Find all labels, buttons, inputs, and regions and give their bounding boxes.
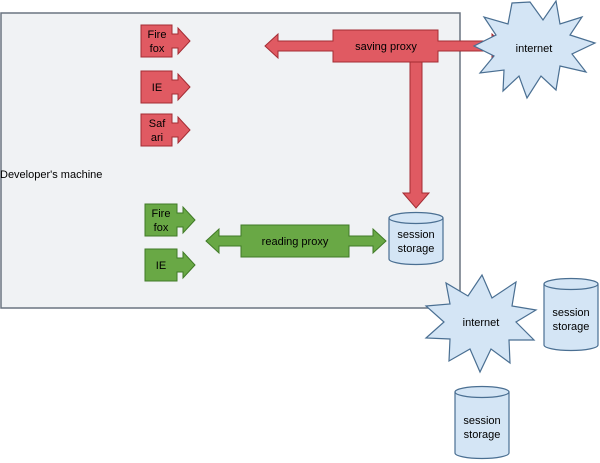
- session-storage-bottom-cylinder: session storage: [454, 385, 510, 460]
- reading-browser-ie-label: IE: [156, 260, 166, 272]
- reading-proxy-label: reading proxy: [262, 236, 329, 248]
- session-storage-line2: storage: [398, 243, 435, 255]
- internet-label-top: internet: [516, 43, 553, 55]
- session-storage-cylinder: session storage: [388, 211, 444, 266]
- saving-browser-safari-line1: Saf: [149, 118, 166, 130]
- internet-label-middle: internet: [463, 317, 500, 329]
- session-storage-line1: session: [397, 229, 434, 241]
- saving-browser-safari-line2: ari: [151, 132, 163, 144]
- internet-burst-middle: [424, 273, 538, 374]
- reading-browser-firefox-line2: fox: [154, 222, 169, 234]
- session-storage-right-line2: storage: [553, 321, 590, 333]
- reading-browser-ie: IE: [144, 248, 196, 282]
- saving-browser-safari: Saf ari: [140, 113, 191, 147]
- session-storage-bottom-line1: session: [463, 415, 500, 427]
- saving-browser-firefox: Fire fox: [140, 24, 191, 58]
- reading-browser-firefox: Fire fox: [144, 203, 196, 237]
- reading-proxy-arrow: [205, 224, 387, 258]
- saving-browser-firefox-line1: Fire: [148, 29, 167, 41]
- session-storage-bottom-line2: storage: [464, 429, 501, 441]
- internet-burst-top: [472, 0, 597, 100]
- developer-machine-label: Developer's machine: [0, 169, 102, 181]
- saving-proxy-label: saving proxy: [355, 41, 417, 53]
- saving-to-storage-arrow: [401, 61, 431, 209]
- saving-browser-firefox-line2: fox: [150, 43, 165, 55]
- session-storage-right-cylinder: session storage: [543, 277, 599, 352]
- reading-browser-firefox-line1: Fire: [152, 208, 171, 220]
- saving-browser-ie-label: IE: [152, 82, 162, 94]
- saving-browser-ie: IE: [140, 70, 191, 104]
- session-storage-right-line1: session: [552, 307, 589, 319]
